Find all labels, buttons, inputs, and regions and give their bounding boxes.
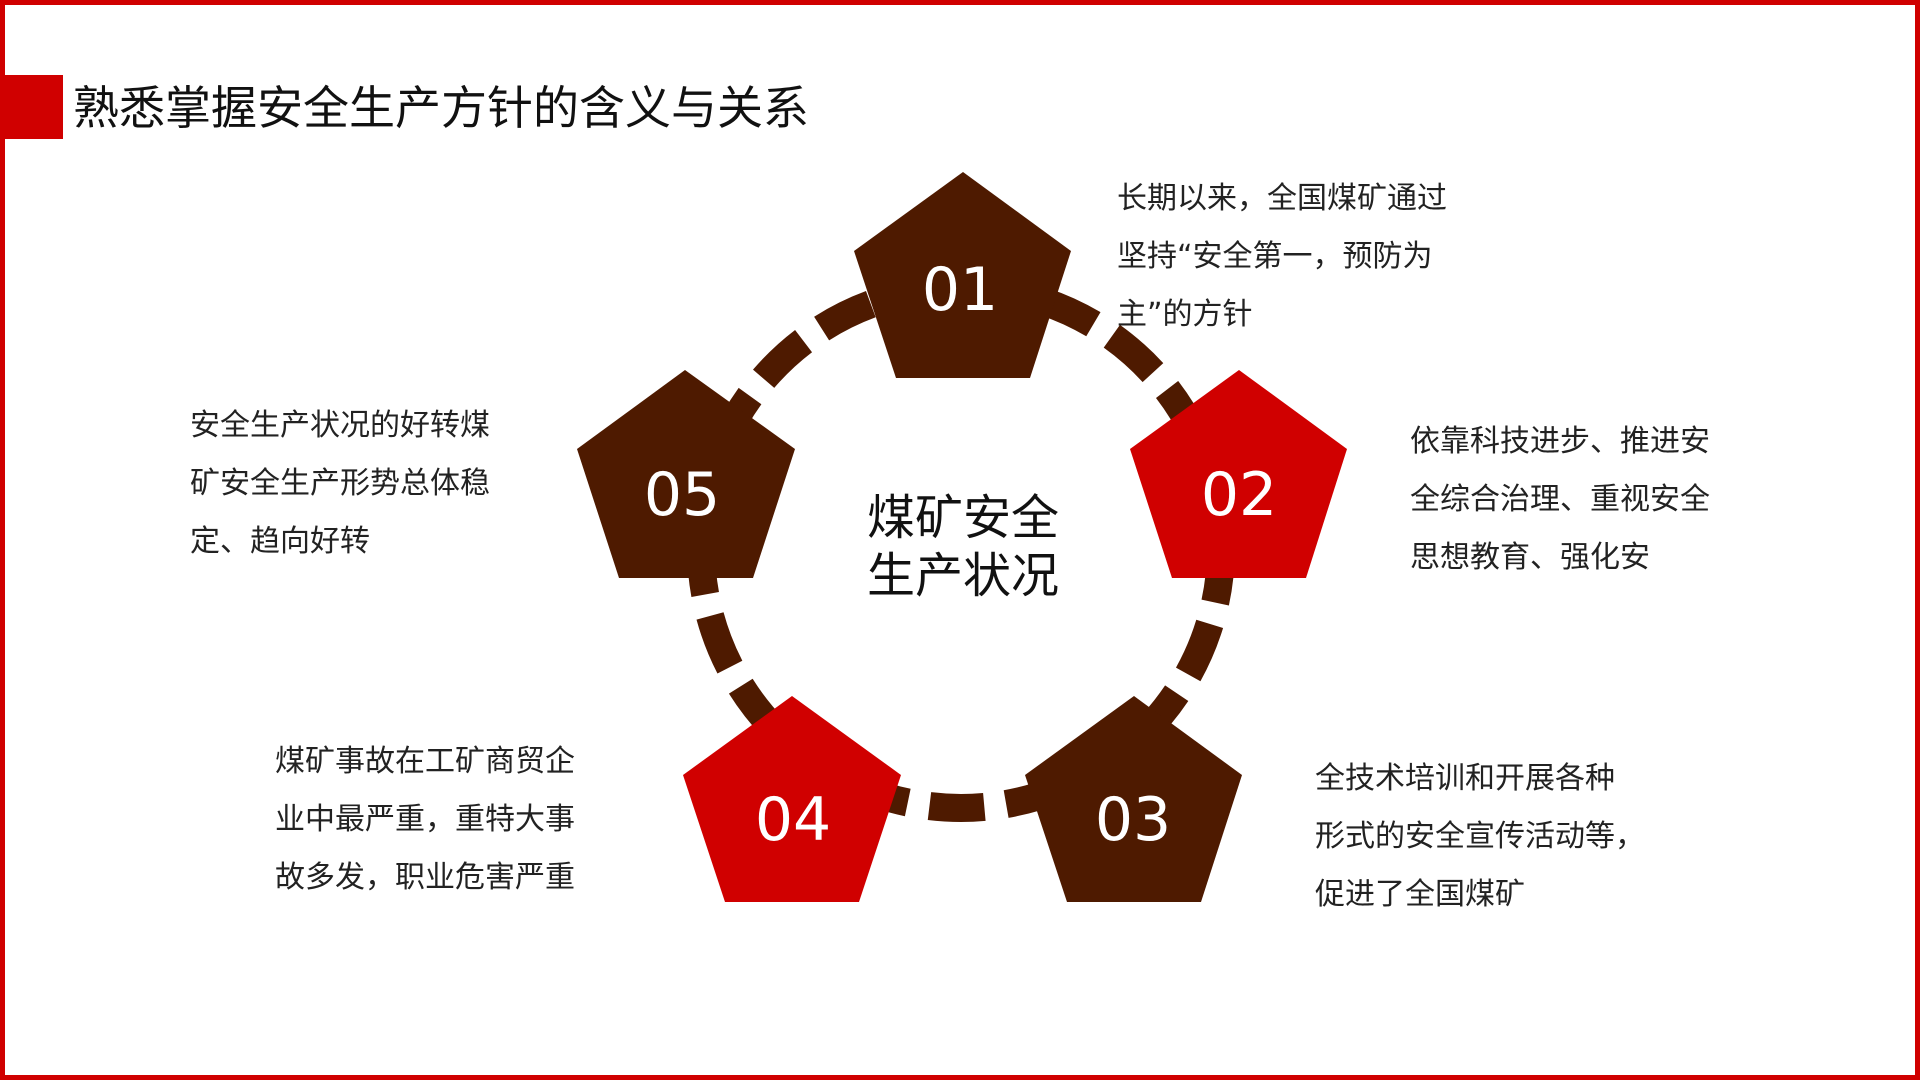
node-01: 01 — [854, 172, 1071, 378]
node-05-text-line: 定、趋向好转 — [190, 524, 370, 559]
node-02-text-line: 全综合治理、重视安全 — [1410, 482, 1710, 517]
pentagon-05-shape — [577, 370, 795, 578]
node-02-description: 依靠科技进步、推进安 全综合治理、重视安全 思想教育、强化安 — [1410, 413, 1710, 587]
center-label-line-2: 生产状况 — [867, 548, 1059, 604]
node-05-text-line: 矿安全生产形势总体稳 — [190, 466, 490, 501]
pentagon-03-shape — [1025, 696, 1242, 902]
pentagon-03-number: 03 — [1095, 785, 1171, 855]
node-01-text-line: 长期以来，全国煤矿通过 — [1117, 181, 1447, 216]
center-label-line-1: 煤矿安全 — [867, 490, 1059, 546]
node-03-description: 全技术培训和开展各种 形式的安全宣传活动等， 促进了全国煤矿 — [1315, 750, 1645, 924]
node-04-text-line: 故多发，职业危害严重 — [275, 860, 575, 895]
node-04-text-line: 业中最严重，重特大事 — [275, 802, 575, 837]
title-accent-bar — [0, 75, 63, 139]
node-04-text-line: 煤矿事故在工矿商贸企 — [275, 744, 575, 779]
node-03-text-line: 形式的安全宣传活动等， — [1315, 819, 1645, 854]
pentagon-05-number: 05 — [644, 460, 720, 530]
node-04-description: 煤矿事故在工矿商贸企 业中最严重，重特大事 故多发，职业危害严重 — [275, 733, 575, 907]
node-03-text-line: 全技术培训和开展各种 — [1315, 761, 1615, 796]
node-05-description: 安全生产状况的好转煤 矿安全生产形势总体稳 定、趋向好转 — [190, 397, 490, 571]
pentagon-01-shape — [854, 172, 1071, 378]
node-01-text-line: 主”的方针 — [1117, 297, 1253, 332]
node-02-text-line: 思想教育、强化安 — [1410, 540, 1650, 575]
pentagon-02-number: 02 — [1201, 460, 1277, 530]
pentagon-01-number: 01 — [922, 255, 998, 325]
node-03-text-line: 促进了全国煤矿 — [1315, 877, 1525, 912]
pentagon-04-shape — [683, 696, 901, 902]
node-05-text-line: 安全生产状况的好转煤 — [190, 408, 490, 443]
pentagon-04-number: 04 — [755, 785, 831, 855]
node-03: 03 — [1025, 696, 1242, 902]
node-02-text-line: 依靠科技进步、推进安 — [1410, 424, 1710, 459]
node-02: 02 — [1130, 370, 1347, 578]
node-05: 05 — [577, 370, 795, 578]
node-04: 04 — [683, 696, 901, 902]
node-01-description: 长期以来，全国煤矿通过 坚持“安全第一，预防为 主”的方针 — [1117, 170, 1447, 344]
page-title: 熟悉掌握安全生产方针的含义与关系 — [73, 81, 809, 135]
pentagon-02-shape — [1130, 370, 1347, 578]
node-01-text-line: 坚持“安全第一，预防为 — [1117, 239, 1433, 274]
